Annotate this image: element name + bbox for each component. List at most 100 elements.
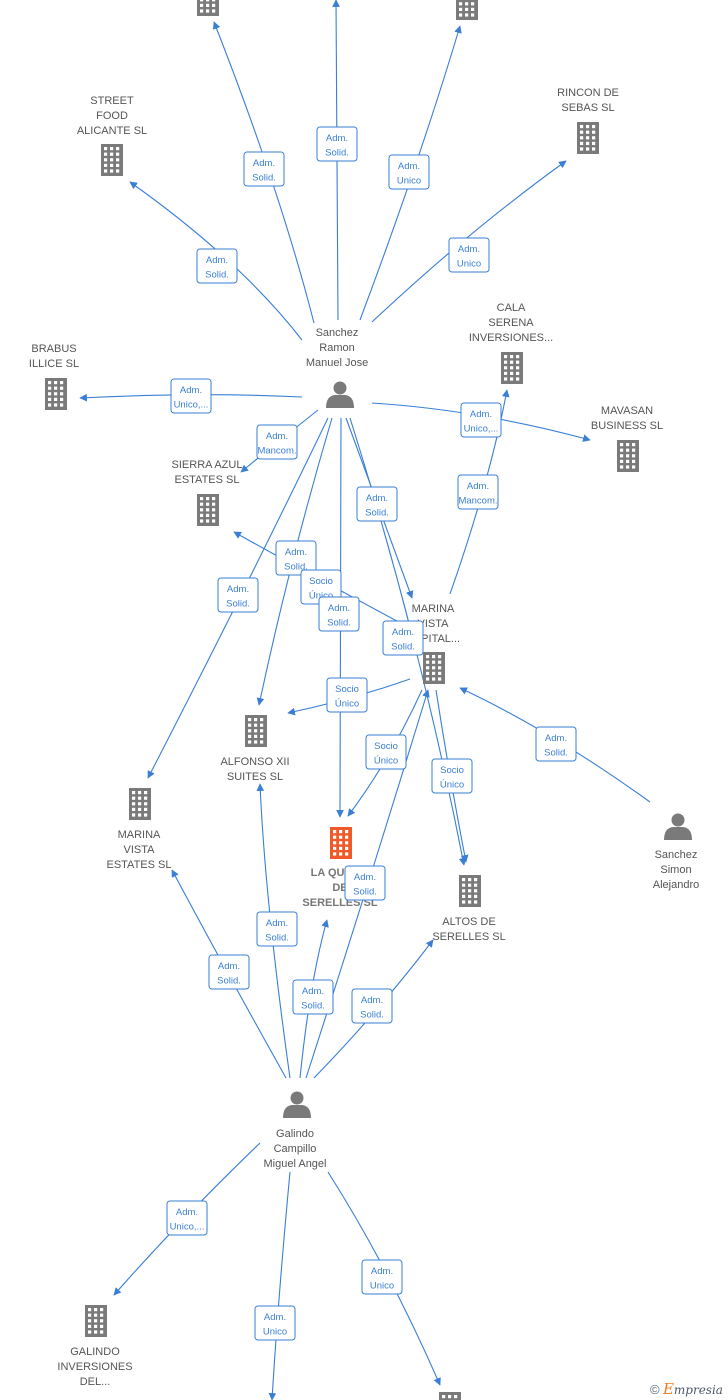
- relation-badge[interactable]: Adm. Unico: [388, 154, 430, 190]
- relation-badge-label: Adm.: [206, 255, 228, 266]
- relation-badge-label: Adm.: [458, 244, 480, 255]
- relation-badge[interactable]: Adm.Unico: [448, 237, 490, 273]
- relation-badge[interactable]: Adm.Solid.: [356, 486, 398, 522]
- building-icon: [456, 0, 478, 20]
- relation-badge-label: Adm.: [361, 995, 383, 1006]
- building-icon: [617, 440, 639, 472]
- relation-badge[interactable]: Adm.Solid.: [256, 911, 298, 947]
- relation-badge[interactable]: Adm. Unico,...: [170, 378, 212, 414]
- relation-badge-label: Adm.: [266, 918, 288, 929]
- node-label: Simon: [660, 864, 691, 876]
- copyright-symbol: ©: [650, 1382, 660, 1397]
- company-node[interactable]: GALINDOINVERSIONESDEL...: [57, 1305, 133, 1388]
- node-label: Sanchez: [655, 849, 698, 861]
- node-label: MAVASAN: [601, 405, 653, 417]
- relation-badge-label: Solid.: [544, 748, 568, 759]
- building-icon: [197, 494, 219, 526]
- relation-badge-label: Mancom.: [458, 496, 497, 507]
- node-label: INVERSIONES...: [469, 332, 553, 344]
- relation-badge[interactable]: Adm.Solid.: [318, 596, 360, 632]
- relation-badge-label: Solid.: [284, 562, 308, 573]
- relation-badge-label: Adm.: [392, 627, 414, 638]
- node-label: DEL...: [80, 1376, 111, 1388]
- relation-badge[interactable]: Adm.Solid.: [208, 954, 250, 990]
- node-label: ESTATES SL: [174, 474, 239, 486]
- relation-badge-label: Unico: [263, 1327, 287, 1338]
- relation-badge-label: Adm.: [227, 584, 249, 595]
- node-label: MARINA: [412, 603, 455, 615]
- relation-badge[interactable]: Adm.Solid.: [344, 865, 386, 901]
- relation-badge[interactable]: Adm.Unico,...: [166, 1200, 208, 1236]
- node-label: VISTA: [418, 618, 450, 630]
- relation-badge-label: Solid.: [327, 618, 351, 629]
- company-node[interactable]: [439, 1392, 461, 1400]
- node-label: BRABUS: [31, 343, 76, 355]
- node-label: FOOD: [96, 110, 128, 122]
- building-icon: [45, 378, 67, 410]
- relation-badge-label: Adm.: [180, 385, 202, 396]
- relation-badge[interactable]: Adm. Unico: [254, 1305, 296, 1341]
- relation-badge-label: Socio: [335, 684, 359, 695]
- relation-badge-label: Unico,...: [464, 424, 499, 435]
- node-label: Manuel Jose: [306, 357, 368, 369]
- node-label: ALTOS DE: [442, 916, 495, 928]
- relation-badge-label: Solid.: [226, 599, 250, 610]
- relation-badge-label: Solid.: [301, 1001, 325, 1012]
- relation-badge-label: Mancom.: [257, 446, 296, 457]
- edge-sanchez-ramon-to-rincon-sebas: [371, 160, 567, 323]
- company-node[interactable]: [197, 0, 219, 16]
- building-icon: [245, 715, 267, 747]
- company-node[interactable]: [456, 0, 478, 20]
- relation-badge-label: Unico,...: [174, 400, 209, 411]
- relation-badge-label: Unico: [397, 176, 421, 187]
- building-icon: [439, 1392, 461, 1400]
- relation-badge-label: Adm.: [398, 161, 420, 172]
- company-node[interactable]: MARINAVISTACAPITAL...: [406, 603, 460, 684]
- relation-badge[interactable]: Adm. Mancom.: [457, 474, 499, 510]
- relation-badge[interactable]: Adm.Solid.: [292, 979, 334, 1015]
- relation-badge-label: Adm.: [467, 481, 489, 492]
- company-node[interactable]: CALASERENAINVERSIONES...: [469, 302, 553, 384]
- building-icon: [577, 122, 599, 154]
- relation-badge[interactable]: Adm.Solid.: [275, 540, 317, 576]
- relation-badge[interactable]: Adm.Solid.: [316, 126, 358, 162]
- node-label: Campillo: [274, 1143, 317, 1155]
- node-label: MARINA: [118, 829, 161, 841]
- relation-badge-label: Solid.: [325, 148, 349, 159]
- relation-badge-label: Solid.: [360, 1010, 384, 1021]
- relation-badge-label: Único: [335, 699, 359, 710]
- relation-badge[interactable]: Adm. Solid.: [351, 988, 393, 1024]
- relation-badge[interactable]: Adm.Solid.: [535, 726, 577, 762]
- relation-badge[interactable]: Adm. Solid.: [217, 577, 259, 613]
- building-icon: [330, 827, 352, 859]
- relation-badge-label: Unico: [370, 1281, 394, 1292]
- building-icon: [501, 352, 523, 384]
- relation-badge[interactable]: Adm.Solid.: [243, 151, 285, 187]
- building-icon: [85, 1305, 107, 1337]
- building-icon: [101, 144, 123, 176]
- person-icon: [283, 1091, 311, 1118]
- relation-badge[interactable]: Adm.Solid.: [382, 620, 424, 656]
- relation-badge[interactable]: Adm.Mancom.: [256, 424, 298, 460]
- relation-badge[interactable]: Adm.Solid.: [196, 248, 238, 284]
- relation-badge-label: Adm.: [264, 1312, 286, 1323]
- node-label: CALA: [497, 302, 526, 314]
- relation-badge-label: Adm.: [371, 1266, 393, 1277]
- relation-badge[interactable]: Adm.Unico,...: [460, 402, 502, 438]
- node-label: STREET: [90, 95, 134, 107]
- relation-badge[interactable]: Adm. Unico: [361, 1259, 403, 1295]
